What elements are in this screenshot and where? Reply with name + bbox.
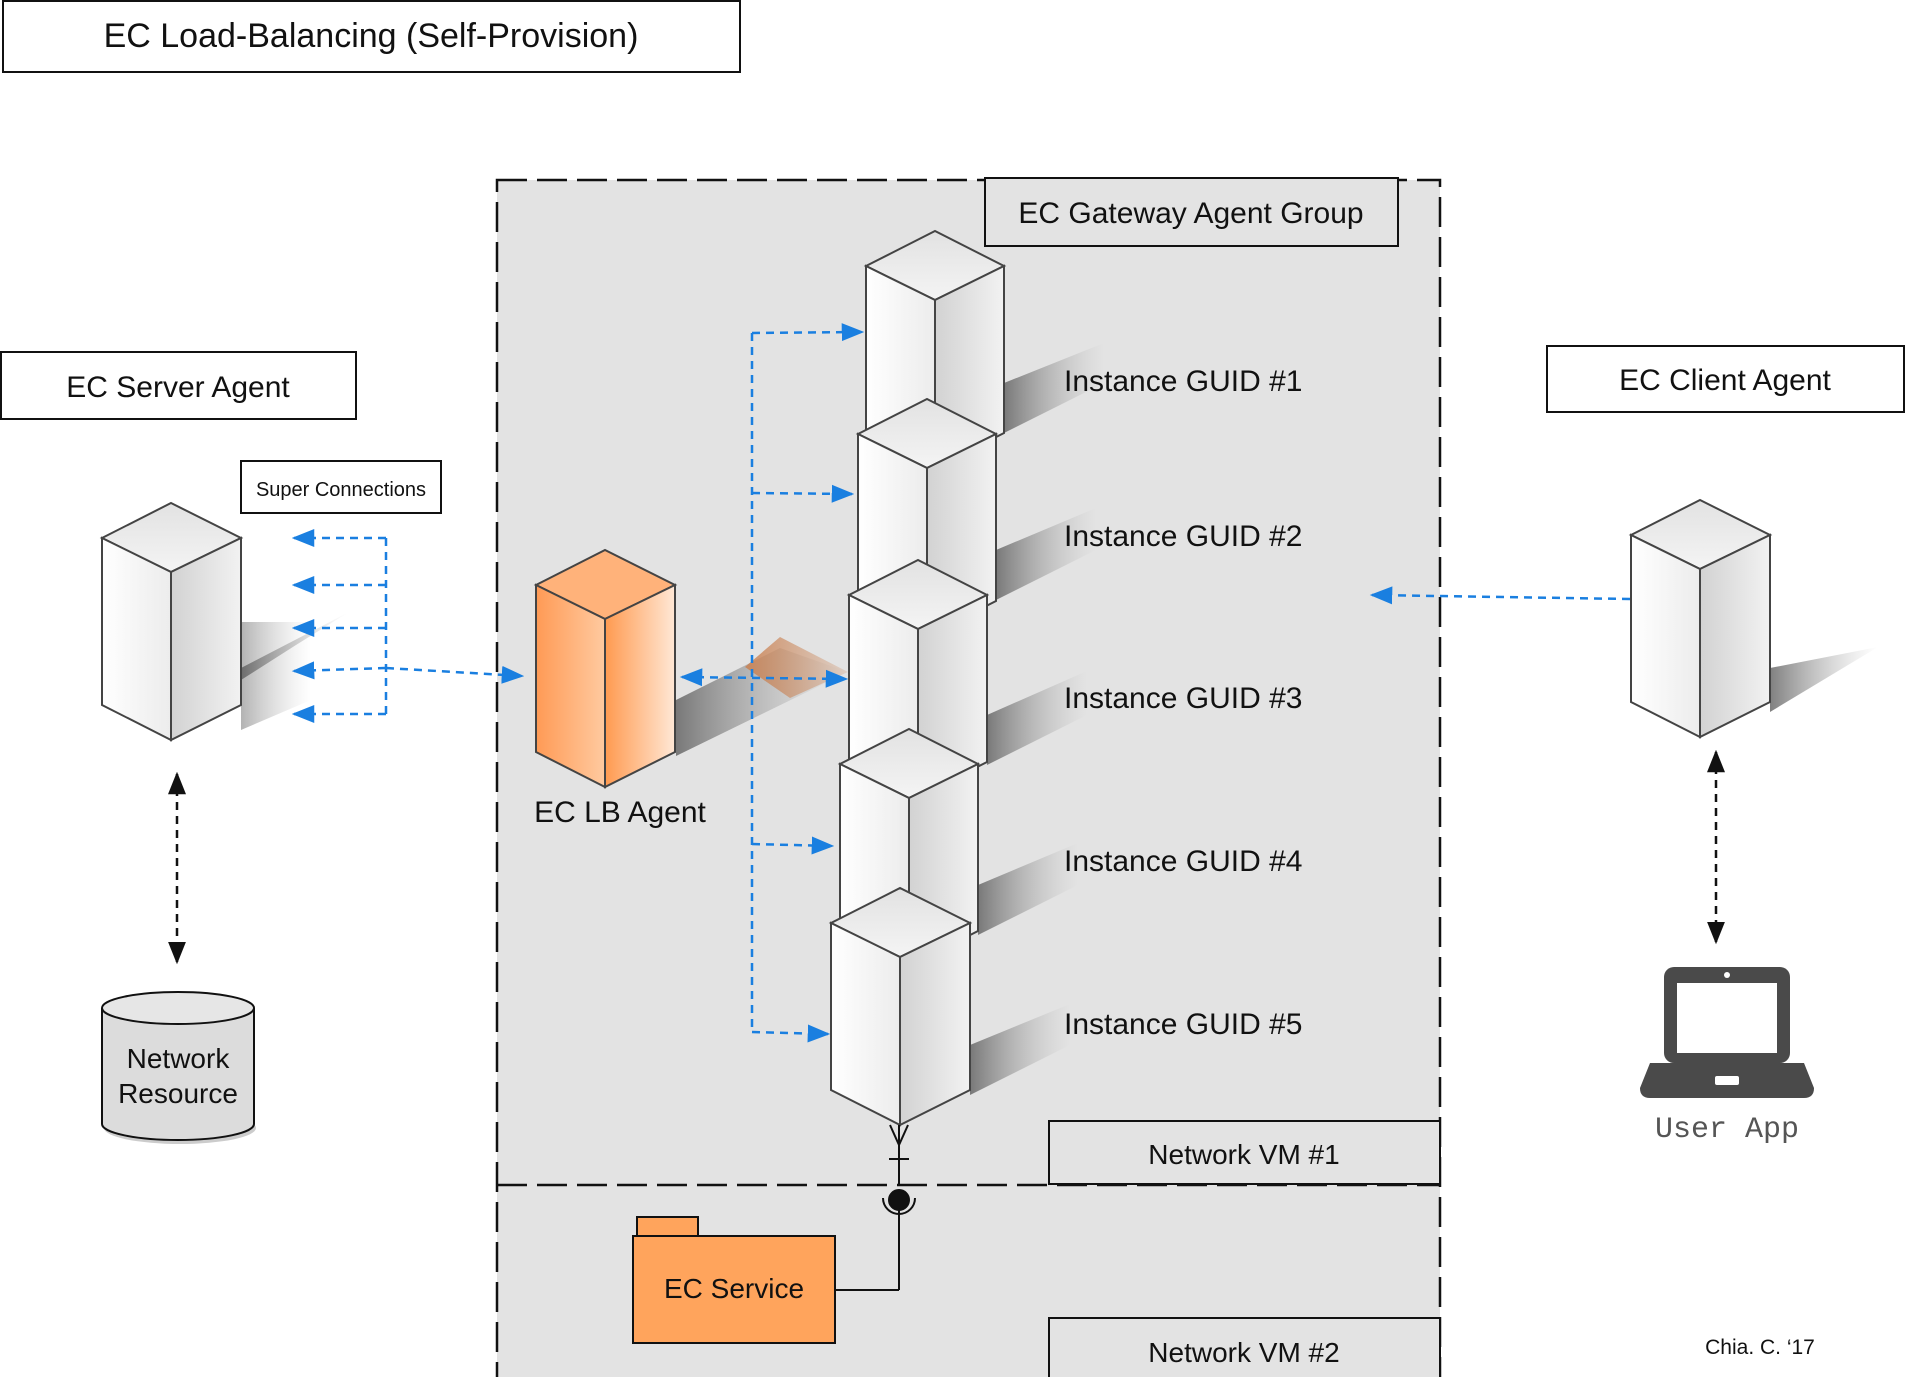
instance-5-label: Instance GUID #5 (1064, 1008, 1302, 1041)
user-app-label: User App (1655, 1113, 1799, 1147)
super-connections-label: Super Connections (256, 479, 426, 501)
lb-agent-server-icon (533, 548, 848, 789)
client-agent-server-icon (1628, 498, 1878, 739)
client-agent-label-box: EC Client Agent (1546, 345, 1905, 413)
service-interface-connector (836, 1124, 916, 1291)
network-resource-database-icon: Network Resource (101, 991, 256, 1144)
server-agent-label-box: EC Server Agent (0, 351, 357, 420)
laptop-icon (1640, 967, 1814, 1098)
instance-2-label: Instance GUID #2 (1064, 520, 1302, 553)
title-box: EC Load-Balancing (Self-Provision) (2, 0, 741, 73)
diagram-title: EC Load-Balancing (Self-Provision) (104, 17, 639, 55)
lb-agent-label: EC LB Agent (534, 796, 706, 829)
server-agent-label: EC Server Agent (66, 371, 290, 404)
network-vm-1-box: Network VM #1 (1048, 1120, 1441, 1185)
network-resource-label-line1: Network (127, 1043, 231, 1074)
instance-1-label: Instance GUID #1 (1064, 365, 1302, 398)
network-resource-label-line2: Resource (118, 1078, 238, 1109)
network-vm-2-label: Network VM #2 (1148, 1337, 1339, 1368)
ec-service-component: EC Service (632, 1216, 836, 1344)
lb-to-instances-connectors (679, 323, 865, 1043)
instance-1-server-icon (863, 229, 1104, 470)
instance-3-label: Instance GUID #3 (1064, 682, 1302, 715)
instance-4-label: Instance GUID #4 (1064, 845, 1302, 878)
super-connections-label-box: Super Connections (240, 460, 442, 514)
network-vm-1-label: Network VM #1 (1148, 1139, 1339, 1170)
credit-text: Chia. C. ‘17 (1705, 1336, 1815, 1359)
network-vm-2-box: Network VM #2 (1048, 1317, 1441, 1377)
gateway-group-label-box: EC Gateway Agent Group (984, 177, 1399, 247)
instance-5-server-icon (828, 886, 1070, 1127)
super-connections-connectors (291, 529, 525, 723)
client-to-gateway-connector (1369, 586, 1631, 605)
server-agent-server-icon (99, 501, 349, 742)
gateway-group-label: EC Gateway Agent Group (1018, 197, 1363, 230)
client-agent-label: EC Client Agent (1619, 364, 1831, 397)
ec-service-label: EC Service (664, 1273, 804, 1304)
